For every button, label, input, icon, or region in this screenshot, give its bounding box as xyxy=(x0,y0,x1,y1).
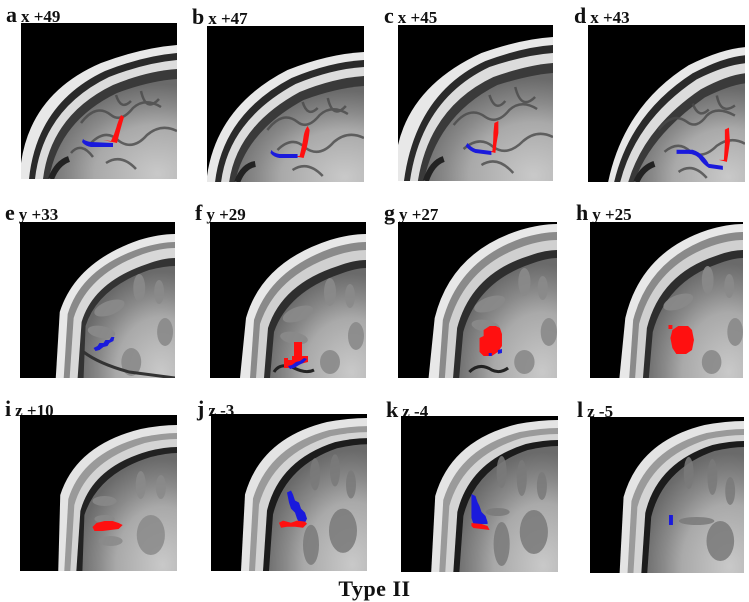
panel-letter: b xyxy=(192,4,205,29)
blue-overlay xyxy=(93,337,115,351)
blue-overlay xyxy=(471,494,488,524)
panel-coordinate: x +45 xyxy=(397,8,438,27)
mri-panel-d-sagittal xyxy=(588,25,745,182)
red-overlay xyxy=(293,126,310,158)
panel-letter: a xyxy=(6,2,17,27)
red-overlay xyxy=(103,115,124,143)
panel-letter: h xyxy=(576,200,589,225)
red-overlay xyxy=(670,326,694,354)
blue-overlay xyxy=(270,150,298,158)
panel-letter: i xyxy=(5,396,12,421)
blue-overlay xyxy=(676,149,723,170)
figure-title: Type II xyxy=(338,576,411,601)
red-overlay xyxy=(279,520,307,528)
panel-letter: j xyxy=(197,396,205,421)
panel-letter: e xyxy=(5,200,15,225)
panel-letter: l xyxy=(577,397,584,422)
blue-overlay xyxy=(488,349,502,356)
mri-panel-j-axial xyxy=(211,414,367,571)
blue-overlay xyxy=(287,490,307,523)
mri-panel-l-axial xyxy=(590,417,744,573)
panel-coordinate: y +33 xyxy=(18,205,59,224)
panel-letter: k xyxy=(386,397,399,422)
blue-overlay xyxy=(465,143,492,155)
mri-panel-h-coronal xyxy=(590,222,743,378)
panel-coordinate: y +25 xyxy=(592,205,632,224)
panel-coordinate: y +29 xyxy=(206,205,246,224)
red-overlay xyxy=(718,127,730,162)
red-overlay xyxy=(479,326,502,356)
panel-coordinate: z -4 xyxy=(402,402,429,421)
panel-coordinate: x +47 xyxy=(208,9,248,28)
panel-coordinate: y +27 xyxy=(399,205,439,224)
blue-overlay xyxy=(288,358,307,369)
mri-panel-a-sagittal xyxy=(21,23,177,179)
red-overlay xyxy=(471,523,490,530)
panel-letter: g xyxy=(384,200,395,225)
mri-panel-k-axial xyxy=(401,416,558,572)
panel-letter: f xyxy=(195,200,203,225)
blue-overlay xyxy=(668,515,673,525)
panel-coordinate: z +10 xyxy=(15,401,54,420)
panel-letter: c xyxy=(384,3,394,28)
blue-overlay xyxy=(82,139,113,147)
panel-letter: d xyxy=(574,3,587,28)
red-overlay xyxy=(92,521,123,531)
mri-panel-f-coronal xyxy=(210,222,366,378)
mri-panel-g-coronal xyxy=(398,222,557,378)
panel-coordinate: z -5 xyxy=(587,402,614,421)
red-overlay-small xyxy=(668,325,673,329)
mri-panel-e-coronal xyxy=(20,222,175,378)
panel-coordinate: x +49 xyxy=(21,7,61,26)
panel-coordinate: x +43 xyxy=(590,8,630,27)
mri-panel-i-axial xyxy=(20,415,177,571)
red-overlay xyxy=(487,121,499,153)
mri-panel-c-sagittal xyxy=(398,25,553,181)
mri-panel-b-sagittal xyxy=(207,26,364,182)
